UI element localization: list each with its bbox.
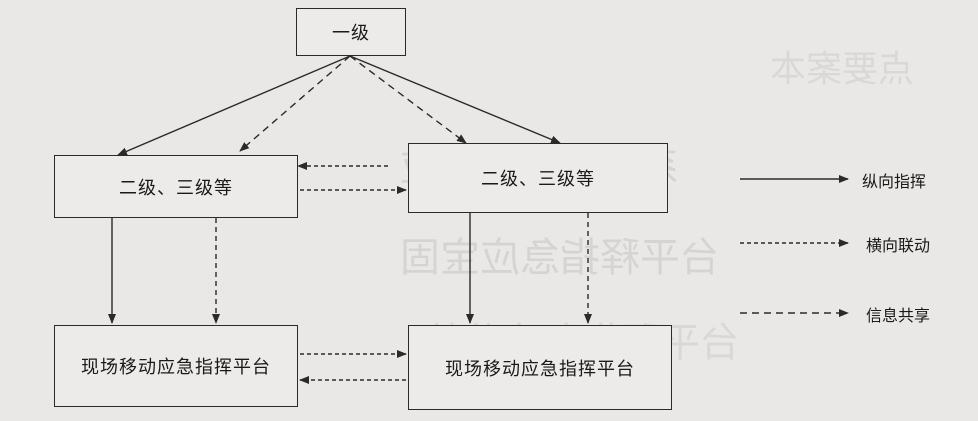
info-share-arrow: [349, 55, 467, 144]
level1-box: 一级: [296, 8, 406, 56]
legend-horizontal-link: 横向联动: [866, 236, 931, 255]
level23-left-label: 二级、三级等: [119, 177, 233, 199]
legend-info-share: 信息共享: [866, 306, 931, 325]
info-share-arrow: [239, 55, 351, 152]
mobile-left-label: 现场移动应急指挥平台: [81, 357, 271, 378]
legend-vertical-command: 纵向指挥: [862, 172, 927, 191]
mobile-right-label: 现场移动应急指挥平台: [445, 358, 635, 380]
vertical-command-arrow: [117, 55, 351, 156]
level23-box-left: 二级、三级等: [54, 155, 298, 218]
level1-label: 一级: [332, 23, 370, 44]
level23-right-label: 二级、三级等: [481, 169, 595, 190]
vertical-command-arrow: [349, 55, 561, 144]
mobile-platform-box-right: 现场移动应急指挥平台: [408, 325, 672, 410]
mobile-platform-box-left: 现场移动应急指挥平台: [54, 325, 298, 407]
level23-box-right: 二级、三级等: [408, 143, 668, 213]
